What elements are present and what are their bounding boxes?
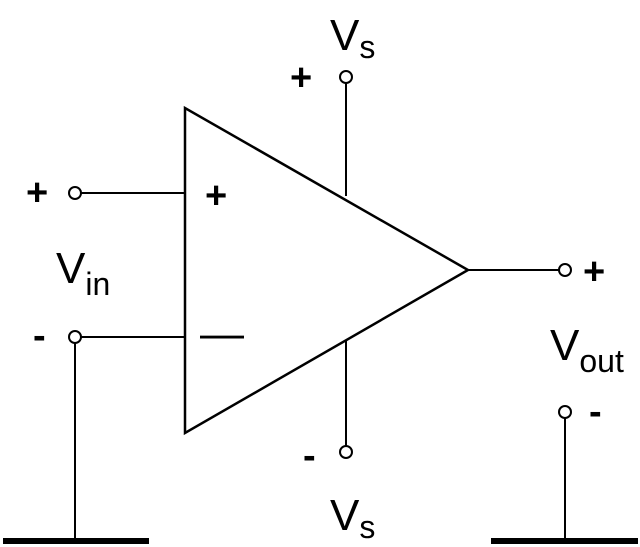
input-label: Vin bbox=[56, 244, 110, 302]
output-label: Vout bbox=[550, 321, 624, 379]
input-plus-sign: + bbox=[26, 172, 48, 214]
supply-top-sign: + bbox=[290, 57, 312, 99]
input-plus-terminal bbox=[68, 186, 82, 200]
supply-top-terminal bbox=[339, 70, 353, 84]
input-minus-sign: - bbox=[33, 315, 46, 357]
supply-bottom-terminal bbox=[339, 445, 353, 459]
input-minus-terminal bbox=[68, 330, 82, 344]
output-plus-terminal bbox=[558, 263, 572, 277]
supply-bottom-sign: - bbox=[303, 435, 316, 477]
output-minus-terminal bbox=[558, 405, 572, 419]
op-amp-triangle bbox=[183, 105, 471, 436]
inverting-input-mark: — bbox=[200, 309, 244, 358]
output-minus-sign: - bbox=[589, 391, 602, 433]
supply-bottom-label: Vs bbox=[330, 491, 375, 545]
output-plus-sign: + bbox=[583, 251, 605, 293]
noninverting-input-mark: + bbox=[205, 175, 227, 217]
supply-top-label: Vs bbox=[330, 11, 375, 65]
